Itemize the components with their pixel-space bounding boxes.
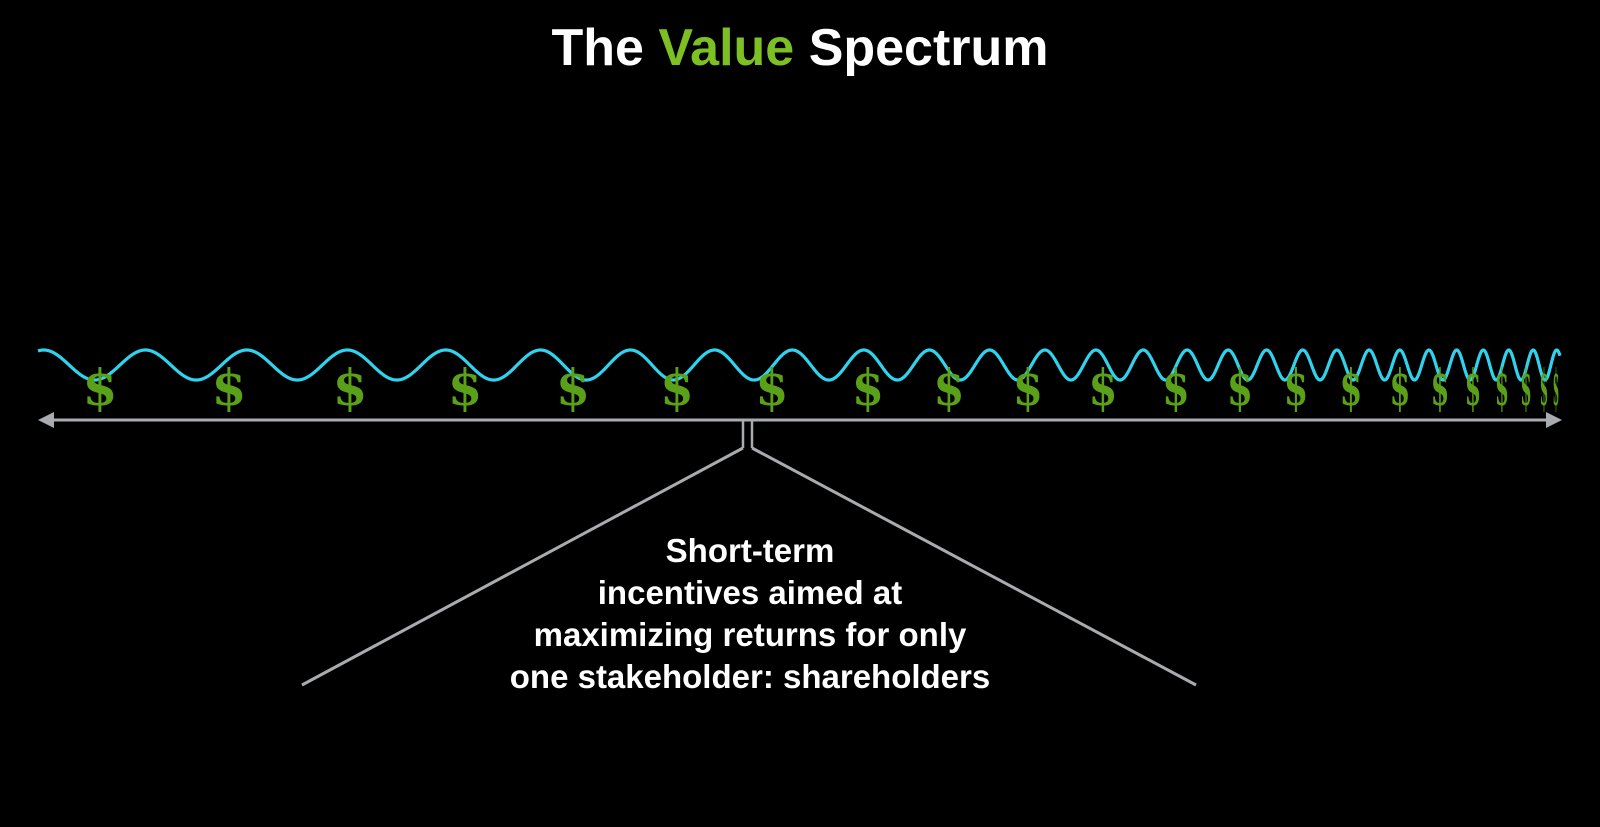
dollar-sign-icon: $ (448, 358, 482, 417)
caption-line: Short-term (665, 532, 835, 569)
dollar-sign-icon: $ (756, 359, 789, 418)
zoom-fan-line-left (301, 446, 744, 687)
title-suffix: Spectrum (808, 19, 1049, 77)
dollar-sign-icon: $ (556, 358, 590, 417)
dollar-sign-icon: $ (1390, 358, 1411, 418)
dollar-sign-icon: $ (1465, 359, 1481, 418)
dollar-sign-icon: $ (1013, 359, 1043, 418)
spectrum-axis (38, 412, 1562, 687)
dollar-sign-icon: $ (212, 358, 247, 417)
dollar-sign-icon: $ (1227, 359, 1253, 418)
dollar-sign-icon: $ (1520, 358, 1531, 417)
dollar-sign-icon: $ (1495, 358, 1509, 417)
dollar-sign-icon: $ (1284, 359, 1308, 418)
title-accent-word: Value (658, 19, 795, 77)
slide-title: The Value Spectrum (0, 18, 1600, 78)
dollar-sign-icon: $ (660, 358, 694, 417)
axis-arrow-right-icon (1546, 412, 1562, 428)
dollar-sign-icon: $ (1340, 358, 1363, 417)
caption-line: incentives aimed at (597, 574, 903, 611)
spectrum-caption: Short-term incentives aimed at maximizin… (400, 530, 1100, 698)
dollar-sign-icon: $ (1553, 359, 1559, 417)
dollar-signs-group: $$$$$$$$$$$$$$$$$$$$$$ (83, 358, 1560, 418)
dollar-sign-icon: $ (852, 359, 884, 417)
title-prefix: The (551, 19, 644, 77)
dollar-sign-icon: $ (1162, 359, 1190, 418)
axis-arrow-left-icon (38, 412, 54, 428)
dollar-sign-icon: $ (333, 358, 368, 417)
dollar-sign-icon: $ (933, 359, 964, 418)
frequency-wave (37, 348, 1562, 382)
zoom-fan-line-right (751, 446, 1197, 687)
dollar-sign-icon: $ (1088, 358, 1117, 417)
dollar-sign-icon: $ (1540, 358, 1548, 417)
dollar-sign-icon: $ (1431, 359, 1450, 418)
caption-line: one stakeholder: shareholders (509, 658, 991, 695)
dollar-sign-icon: $ (83, 358, 118, 417)
caption-line: maximizing returns for only (533, 616, 967, 653)
